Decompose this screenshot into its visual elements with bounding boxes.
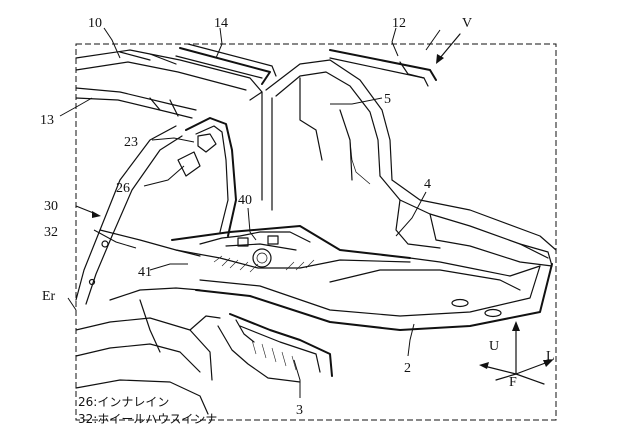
cross-member-40 — [171, 225, 411, 273]
leader-lines — [59, 27, 441, 398]
label-12: 12 — [392, 16, 406, 31]
view-arrow-v — [436, 33, 461, 64]
label-10: 10 — [88, 16, 102, 31]
label-41: 41 — [138, 265, 152, 280]
label-23: 23 — [124, 135, 138, 150]
floor-panel-2 — [195, 243, 553, 331]
rear-pillar-5 — [261, 59, 557, 251]
rear-side-member-3 — [189, 313, 333, 383]
orientation-axes — [479, 321, 553, 385]
label-er: Er — [42, 289, 56, 304]
legend-line-32: 32:ホイールハウスインナ — [78, 412, 218, 426]
label-f: F — [509, 375, 517, 390]
label-l: L — [546, 349, 555, 364]
roof-rail-10 — [75, 49, 263, 101]
label-13: 13 — [40, 113, 54, 128]
label-40: 40 — [238, 193, 252, 208]
side-rail-13 — [75, 87, 197, 119]
lower-body-left — [75, 299, 213, 415]
label-v: V — [462, 16, 472, 31]
inner-reinforcement-23 — [177, 117, 237, 237]
label-3: 3 — [296, 403, 303, 418]
wheel-house-inner-32 — [75, 125, 201, 305]
label-32: 32 — [44, 225, 58, 240]
right-body-panel — [349, 139, 553, 267]
roof-rail-12 — [329, 49, 437, 87]
view-frame — [75, 43, 557, 421]
label-14: 14 — [214, 16, 228, 31]
label-2: 2 — [404, 361, 411, 376]
label-26: 26 — [116, 181, 130, 196]
roof-rail-14 — [175, 43, 277, 85]
label-u: U — [489, 339, 499, 354]
label-30: 30 — [44, 199, 58, 214]
arrow-30 — [75, 205, 101, 218]
legend-line-26: 26:インナレイン — [78, 395, 170, 409]
label-5: 5 — [384, 92, 391, 107]
label-4: 4 — [424, 177, 431, 192]
